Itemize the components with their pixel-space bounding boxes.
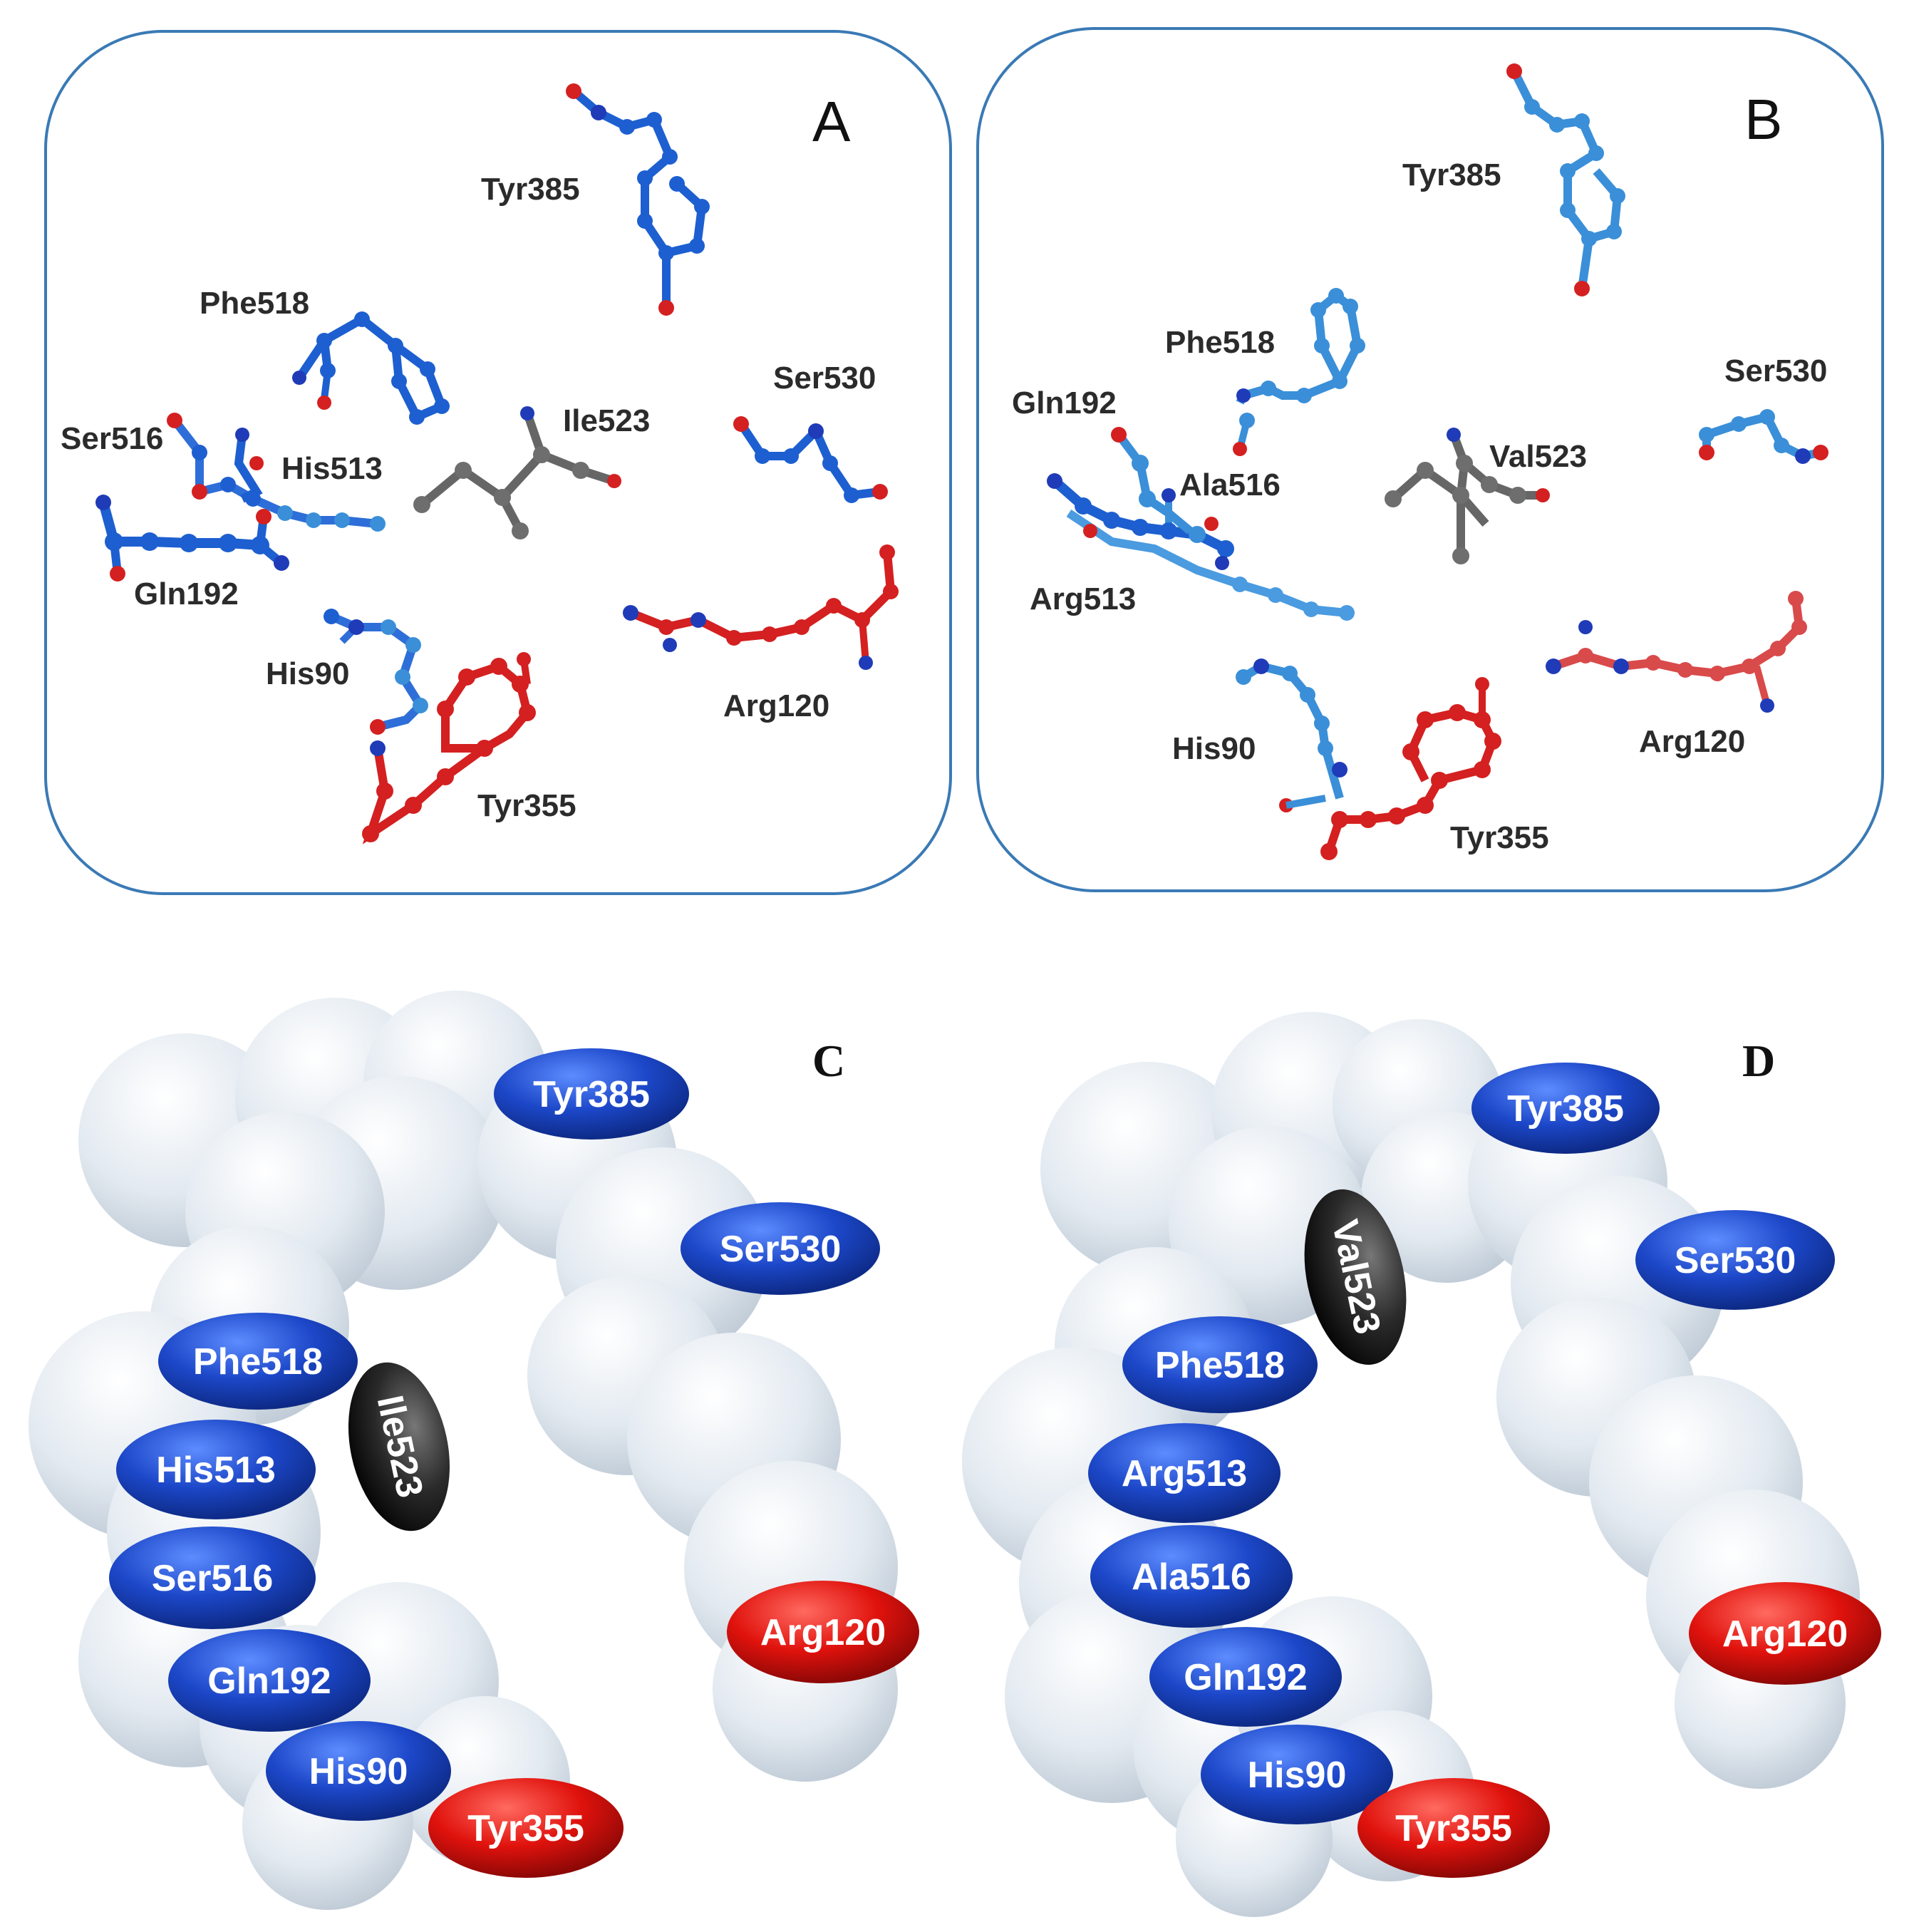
panel-c: C Tyr385 S: [29, 991, 919, 1910]
svg-text:Tyr385: Tyr385: [533, 1074, 650, 1115]
pill-tyr355-d: Tyr355: [1357, 1778, 1550, 1878]
svg-text:Arg513: Arg513: [1122, 1453, 1247, 1494]
label-ala516-b: Ala516: [1179, 467, 1281, 502]
pill-phe518-d: Phe518: [1122, 1316, 1318, 1413]
ser530-molecule: [733, 416, 888, 503]
phe518-molecule-b: [1233, 288, 1365, 456]
pill-his90-d: His90: [1201, 1725, 1393, 1824]
arg120-molecule-b: [1546, 591, 1807, 713]
label-gln192: Gln192: [134, 577, 239, 611]
svg-text:Gln192: Gln192: [207, 1660, 331, 1702]
pill-tyr385-c: Tyr385: [494, 1048, 689, 1140]
pill-his90-c: His90: [266, 1721, 451, 1821]
svg-text:Ala516: Ala516: [1132, 1556, 1251, 1598]
panel-a-frame: [44, 30, 952, 895]
label-phe518-b: Phe518: [1165, 325, 1275, 360]
gln192-ala516-arg513-molecules-b: [1047, 427, 1355, 621]
panel-a: A: [44, 30, 952, 895]
svg-text:His513: His513: [156, 1450, 276, 1491]
svg-text:Arg120: Arg120: [760, 1612, 886, 1653]
panel-b-frame: [976, 27, 1884, 892]
svg-text:Arg120: Arg120: [1722, 1613, 1848, 1655]
label-tyr385: Tyr385: [481, 172, 580, 207]
pill-arg513-d: Arg513: [1088, 1423, 1281, 1523]
svg-text:Ser516: Ser516: [152, 1558, 274, 1599]
panel-b-letter: B: [1744, 88, 1782, 151]
pill-gln192-d: Gln192: [1149, 1627, 1342, 1727]
phe518-molecule: [292, 311, 450, 425]
panel-a-letter: A: [812, 90, 851, 153]
label-ile523: Ile523: [563, 403, 650, 438]
pill-ile523-c: Ile523: [348, 1362, 450, 1531]
svg-text:Ser530: Ser530: [720, 1229, 842, 1270]
tyr355-molecule-b: [1320, 677, 1501, 860]
label-his513: His513: [281, 451, 383, 486]
panel-d: D Tyr385 V: [962, 1012, 1881, 1917]
pill-ala516-d: Ala516: [1090, 1525, 1293, 1628]
his90-molecule: [324, 609, 428, 735]
svg-text:Tyr385: Tyr385: [1507, 1088, 1624, 1130]
pill-val523-d: Val523: [1304, 1189, 1407, 1365]
pill-his513-c: His513: [116, 1420, 316, 1519]
ser516-his513-gln192-molecules: [95, 413, 386, 582]
label-phe518: Phe518: [200, 286, 309, 321]
tyr385-molecule-b: [1506, 63, 1625, 296]
pill-ser530-d: Ser530: [1635, 1210, 1835, 1310]
pill-ser516-c: Ser516: [109, 1527, 316, 1629]
pill-arg120-c: Arg120: [727, 1581, 919, 1683]
svg-text:Phe518: Phe518: [193, 1341, 323, 1383]
label-val523-b: Val523: [1489, 439, 1587, 474]
tyr385-molecule: [566, 83, 710, 316]
panel-d-letter: D: [1742, 1035, 1775, 1086]
tyr355-molecule: [362, 652, 536, 844]
label-arg513-b: Arg513: [1030, 582, 1136, 616]
arg120-molecule: [623, 544, 899, 670]
label-tyr355-b: Tyr355: [1450, 820, 1549, 855]
pill-gln192-c: Gln192: [168, 1629, 371, 1732]
svg-text:Phe518: Phe518: [1155, 1345, 1285, 1386]
pill-tyr355-c: Tyr355: [428, 1778, 624, 1878]
pill-ser530-c: Ser530: [681, 1202, 880, 1295]
ser530-molecule-b: [1699, 409, 1828, 464]
svg-text:Tyr355: Tyr355: [1395, 1808, 1512, 1849]
ile523-molecule: [413, 406, 621, 539]
label-gln192-b: Gln192: [1012, 386, 1117, 420]
label-ser530-b: Ser530: [1724, 353, 1827, 388]
svg-text:His90: His90: [309, 1751, 408, 1792]
pill-arg120-d: Arg120: [1689, 1582, 1881, 1685]
label-his90-b: His90: [1172, 731, 1256, 766]
label-tyr355: Tyr355: [477, 788, 576, 823]
svg-text:His90: His90: [1248, 1755, 1347, 1796]
label-ser530: Ser530: [773, 361, 876, 396]
svg-text:Tyr355: Tyr355: [467, 1808, 584, 1849]
label-his90: His90: [266, 656, 349, 691]
pill-tyr385-d: Tyr385: [1471, 1063, 1660, 1154]
label-arg120-b: Arg120: [1639, 724, 1745, 759]
his90-molecule-b: [1236, 658, 1347, 812]
val523-molecule-b: [1385, 428, 1550, 564]
panel-b: B: [976, 27, 1884, 892]
label-ser516: Ser516: [61, 421, 163, 456]
pill-phe518-c: Phe518: [158, 1313, 358, 1410]
label-arg120: Arg120: [723, 688, 829, 723]
svg-text:Ser530: Ser530: [1675, 1240, 1796, 1281]
panel-c-letter: C: [812, 1035, 845, 1086]
svg-text:Gln192: Gln192: [1184, 1657, 1307, 1698]
label-tyr385-b: Tyr385: [1402, 157, 1501, 192]
